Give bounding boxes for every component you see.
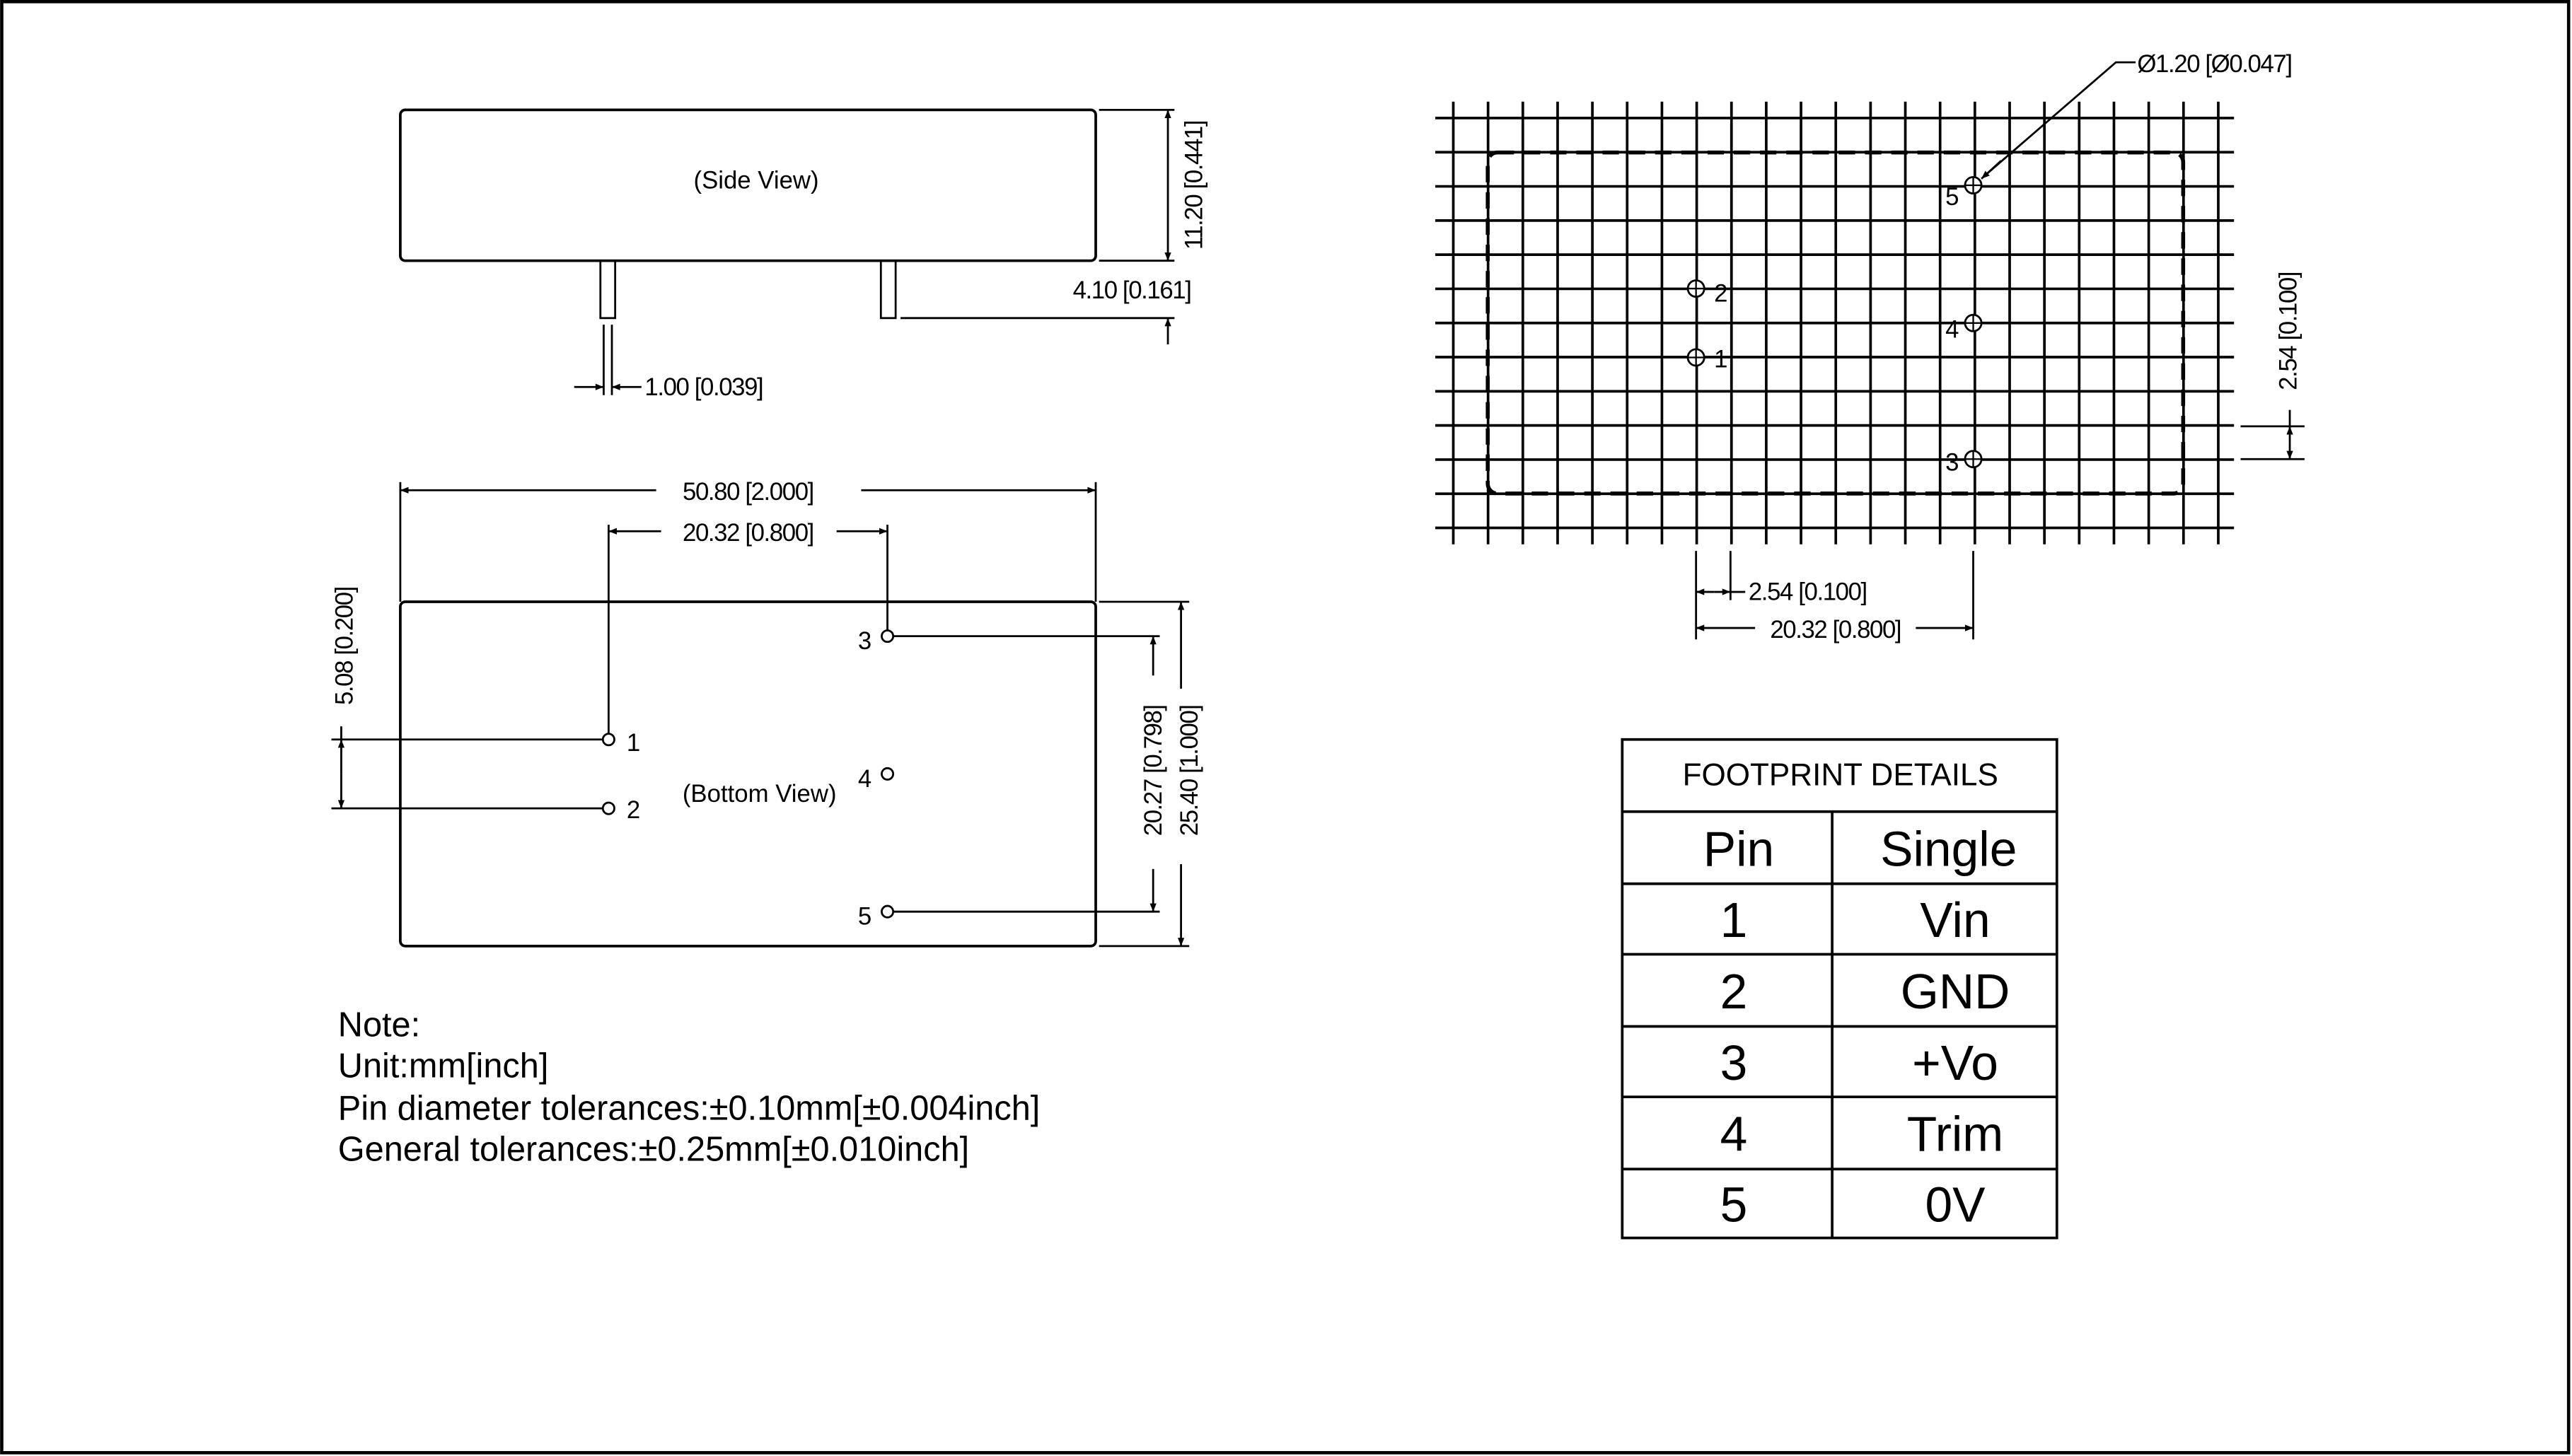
pin-pitch-dimension: 5.08 [0.200]: [332, 587, 359, 705]
pin-number: 1: [1720, 892, 1748, 948]
pin-function: GND: [1901, 964, 2010, 1019]
length-dimension: 50.80 [2.000]: [683, 479, 813, 506]
side-view-body: [399, 108, 1097, 262]
bottom-pin-3: [881, 629, 895, 643]
bottom-view: (Bottom View) 50.80 [2.000] 20.32 [0.800…: [331, 479, 1203, 948]
pin-vertical-dimension: 20.27 [0.798]: [1140, 705, 1167, 836]
pin-function: 0V: [1925, 1177, 1986, 1232]
pin-length-dimension: 4.10 [0.161]: [1073, 277, 1191, 304]
table-row: 5 0V: [1720, 1177, 1986, 1232]
side-height-dimension: 11.20 [0.441]: [1181, 121, 1208, 250]
footprint-table: FOOTPRINT DETAILS Pin Single 1 Vin 2 GND 3 +V…: [1621, 738, 2058, 1240]
grid-pitch-horizontal-dimension: 2.54 [0.100]: [1749, 579, 1867, 606]
pin-width-dimension: 1.00 [0.039]: [644, 374, 763, 401]
table-header-single: Single: [1880, 821, 2017, 876]
grid-pitch-vertical-dimension: 2.54 [0.100]: [2275, 272, 2302, 390]
table-row: 1 Vin: [1720, 892, 1991, 948]
table-row: 4 Trim: [1720, 1107, 2004, 1162]
pin-number: 3: [1720, 1035, 1748, 1090]
grid-lines: [1435, 101, 2235, 544]
footprint-pin-hole-3: [1964, 450, 1983, 469]
footprint-pin-hole-2: [1686, 279, 1705, 298]
footprint-outline: [1485, 150, 2186, 496]
side-view-pin: [599, 260, 617, 320]
side-view-label: (Side View): [693, 168, 818, 194]
table-rows: 1 Vin 2 GND 3 +Vo 4 Trim 5 0V: [1622, 882, 2057, 1232]
footprint-pins: [1686, 176, 1983, 469]
table-header-pin: Pin: [1703, 821, 1775, 876]
footprint-pin-hole-4: [1964, 313, 1983, 332]
footprint-pin-label: 5: [1945, 184, 1959, 211]
width-dimension: 25.40 [1.000]: [1176, 705, 1203, 836]
hole-diameter-dimension: Ø1.20 [Ø0.047]: [2137, 51, 2291, 78]
bottom-pin-1: [601, 733, 615, 747]
bottom-pin-label: 1: [627, 730, 640, 757]
pin-span-dimension: 20.32 [0.800]: [683, 520, 813, 547]
footprint-pin-label: 4: [1945, 317, 1959, 344]
note-line: General tolerances:±0.25mm[±0.010inch]: [338, 1131, 969, 1169]
pin-number: 4: [1720, 1107, 1748, 1162]
side-view: (Side View) 11.20 [0.441] 4.10 [0.161] 1…: [399, 108, 1208, 401]
footprint-pin-label: 1: [1714, 346, 1727, 373]
bottom-pin-label: 2: [627, 797, 640, 824]
note-line: Pin diameter tolerances:±0.10mm[±0.004in…: [338, 1090, 1041, 1128]
footprint-pin-hole-5: [1964, 176, 1983, 194]
side-view-pin: [879, 260, 897, 320]
bottom-pin-4: [881, 767, 895, 781]
bottom-pin-label: 3: [858, 628, 871, 655]
footprint-grid: 5 2 1 4 3 Ø1.20 [Ø0.047] 2.54 [0.100] 2.…: [1435, 51, 2305, 643]
pin-function: +Vo: [1912, 1035, 1998, 1090]
footprint-pin-span-dimension: 20.32 [0.800]: [1770, 617, 1901, 643]
pin-function: Trim: [1907, 1107, 2003, 1162]
bottom-pin-5: [881, 904, 895, 919]
pin-function: Vin: [1920, 892, 1990, 948]
table-row: 3 +Vo: [1720, 1035, 1998, 1090]
note-line: Unit:mm[inch]: [338, 1047, 549, 1085]
table-title: FOOTPRINT DETAILS: [1683, 758, 1998, 793]
table-row: 2 GND: [1720, 964, 2010, 1019]
notes-title: Note:: [338, 1006, 420, 1044]
bottom-view-body: [399, 600, 1097, 948]
bottom-pin-label: 5: [858, 904, 871, 931]
footprint-pin-hole-1: [1686, 348, 1705, 367]
bottom-view-label: (Bottom View): [683, 781, 837, 808]
notes: Note: Unit:mm[inch] Pin diameter toleran…: [338, 1006, 1041, 1168]
bottom-pin-2: [601, 801, 615, 815]
footprint-pin-label: 2: [1714, 281, 1727, 308]
footprint-pin-label: 3: [1945, 449, 1959, 476]
bottom-pin-label: 4: [858, 766, 871, 793]
pin-number: 2: [1720, 964, 1748, 1019]
pin-number: 5: [1720, 1177, 1748, 1232]
